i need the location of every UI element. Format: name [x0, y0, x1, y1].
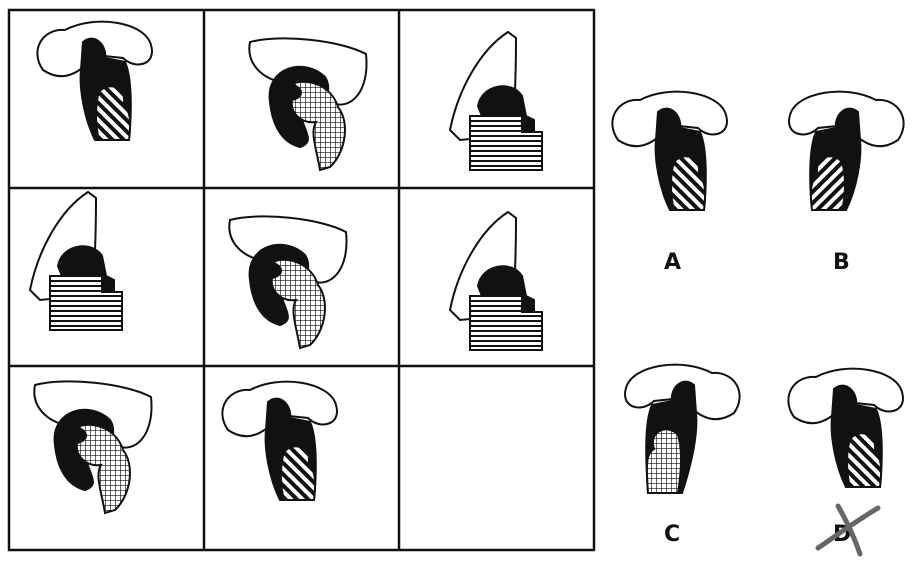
option-d-figure[interactable]	[774, 345, 921, 515]
cell-2-2-figure	[229, 216, 346, 348]
cell-1-1-figure	[37, 22, 152, 140]
pen-cross-mark	[808, 498, 888, 558]
option-a-label[interactable]: A	[664, 250, 681, 275]
cell-2-3-figure	[450, 212, 542, 350]
cell-3-2-figure	[222, 382, 337, 500]
cell-3-1-figure	[34, 381, 151, 513]
option-c-figure[interactable]	[604, 345, 754, 515]
cell-2-1-figure	[30, 192, 122, 330]
missing-cell[interactable]	[400, 367, 593, 549]
option-c-label[interactable]: C	[664, 522, 680, 547]
option-a-figure[interactable]	[598, 70, 748, 240]
cell-1-3-figure	[450, 32, 542, 170]
cell-1-2-figure	[249, 38, 366, 170]
option-b-label[interactable]: B	[833, 250, 850, 275]
option-b-figure[interactable]	[768, 70, 918, 240]
